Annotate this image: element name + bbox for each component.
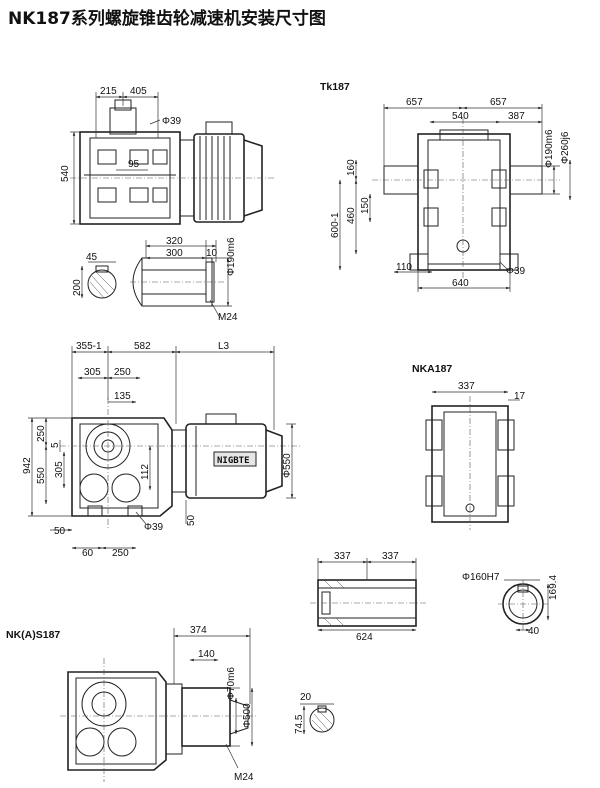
dim-tk-640: 640 bbox=[452, 278, 469, 289]
dim-phi190m6: Φ190m6 bbox=[226, 237, 237, 276]
dim-305v: 305 bbox=[54, 461, 65, 478]
dim-200: 200 bbox=[72, 279, 83, 296]
dim-tk-460: 460 bbox=[346, 207, 357, 224]
dim-355: 355-1 bbox=[76, 341, 102, 352]
dim-tk-387: 387 bbox=[508, 111, 525, 122]
dim-tk-657b: 657 bbox=[490, 97, 507, 108]
tk187-label: Tk187 bbox=[320, 81, 350, 93]
dim-hs-40: 40 bbox=[528, 626, 540, 637]
dim-50a: 50 bbox=[54, 526, 66, 537]
dim-hs-337b: 337 bbox=[382, 551, 399, 562]
top-view: 215 405 Φ39 540 95 bbox=[60, 86, 276, 225]
dim-nks-phi500: Φ500 bbox=[242, 703, 253, 728]
dim-tk-540: 540 bbox=[452, 111, 469, 122]
nks187-view: NK(A)S187 374 140 Φ70m6 Φ500 M24 20 bbox=[6, 625, 335, 783]
dim-550: 550 bbox=[36, 467, 47, 484]
dim-m24: M24 bbox=[218, 312, 238, 323]
dim-50b: 50 bbox=[186, 514, 197, 526]
dim-nks-phi70: Φ70m6 bbox=[226, 667, 237, 700]
dim-tk-160: 160 bbox=[346, 159, 357, 176]
dim-582: 582 bbox=[134, 341, 151, 352]
dim-250a: 250 bbox=[114, 367, 131, 378]
dim-10: 10 bbox=[206, 248, 218, 259]
dim-nks-20: 20 bbox=[300, 692, 312, 703]
dim-300: 300 bbox=[166, 248, 183, 259]
hollow-shaft-view: 337 337 624 Φ160H7 169.4 40 bbox=[310, 551, 559, 643]
dim-112: 112 bbox=[140, 464, 151, 480]
dim-320: 320 bbox=[166, 236, 183, 247]
dim-250c: 250 bbox=[112, 548, 129, 559]
dim-tk-150: 150 bbox=[360, 197, 371, 214]
shaft-detail: 320 300 10 Φ190m6 M24 45 200 bbox=[72, 236, 238, 323]
dim-250b: 250 bbox=[36, 425, 47, 442]
dim-nks-74: 74.5 bbox=[294, 714, 305, 734]
page-title: NK187系列螺旋锥齿轮减速机安装尺寸图 bbox=[8, 9, 326, 29]
nka187-label: NKA187 bbox=[412, 363, 452, 375]
dim-60: 60 bbox=[82, 548, 94, 559]
dim-942: 942 bbox=[22, 457, 33, 474]
dim-nks-m24: M24 bbox=[234, 772, 254, 783]
dim-nka-337: 337 bbox=[458, 381, 475, 392]
dim-phi550: Φ550 bbox=[282, 453, 293, 478]
dim-215: 215 bbox=[100, 86, 117, 97]
dim-nka-17: 17 bbox=[514, 391, 526, 402]
dim-phi39: Φ39 bbox=[162, 116, 182, 127]
nks187-label: NK(A)S187 bbox=[6, 629, 60, 641]
dim-hs-337a: 337 bbox=[334, 551, 351, 562]
dim-95: 95 bbox=[128, 159, 140, 170]
dim-nks-140: 140 bbox=[198, 649, 215, 660]
dim-hs-624: 624 bbox=[356, 632, 373, 643]
dim-405: 405 bbox=[130, 86, 147, 97]
tk187-view: Tk187 657 657 540 387 Φ190m6 Φ260j6 bbox=[320, 81, 572, 292]
brand-logo: NIGBTE bbox=[217, 456, 250, 466]
dim-5: 5 bbox=[50, 442, 61, 448]
dim-540: 540 bbox=[60, 165, 71, 182]
dim-tk-phi39: Φ39 bbox=[506, 266, 526, 277]
main-front-view: NIGBTE 355-1 582 L3 305 250 135 942 250 … bbox=[22, 341, 300, 559]
dim-tk-657a: 657 bbox=[406, 97, 423, 108]
dim-tk-phi190: Φ190m6 bbox=[544, 129, 555, 168]
dim-305: 305 bbox=[84, 367, 101, 378]
dim-135: 135 bbox=[114, 391, 131, 402]
dim-tk-600: 600-1 bbox=[330, 212, 341, 238]
dim-tk-110: 110 bbox=[396, 262, 412, 273]
dim-nks-374: 374 bbox=[190, 625, 207, 636]
dim-l3: L3 bbox=[218, 341, 230, 352]
dim-phi39-main: Φ39 bbox=[144, 522, 164, 533]
dim-tk-phi260: Φ260j6 bbox=[560, 131, 571, 164]
dim-45: 45 bbox=[86, 252, 98, 263]
nka187-view: NKA187 337 17 bbox=[412, 363, 526, 530]
dim-hs-169: 169.4 bbox=[548, 575, 559, 600]
dim-hs-phi160: Φ160H7 bbox=[462, 572, 500, 583]
